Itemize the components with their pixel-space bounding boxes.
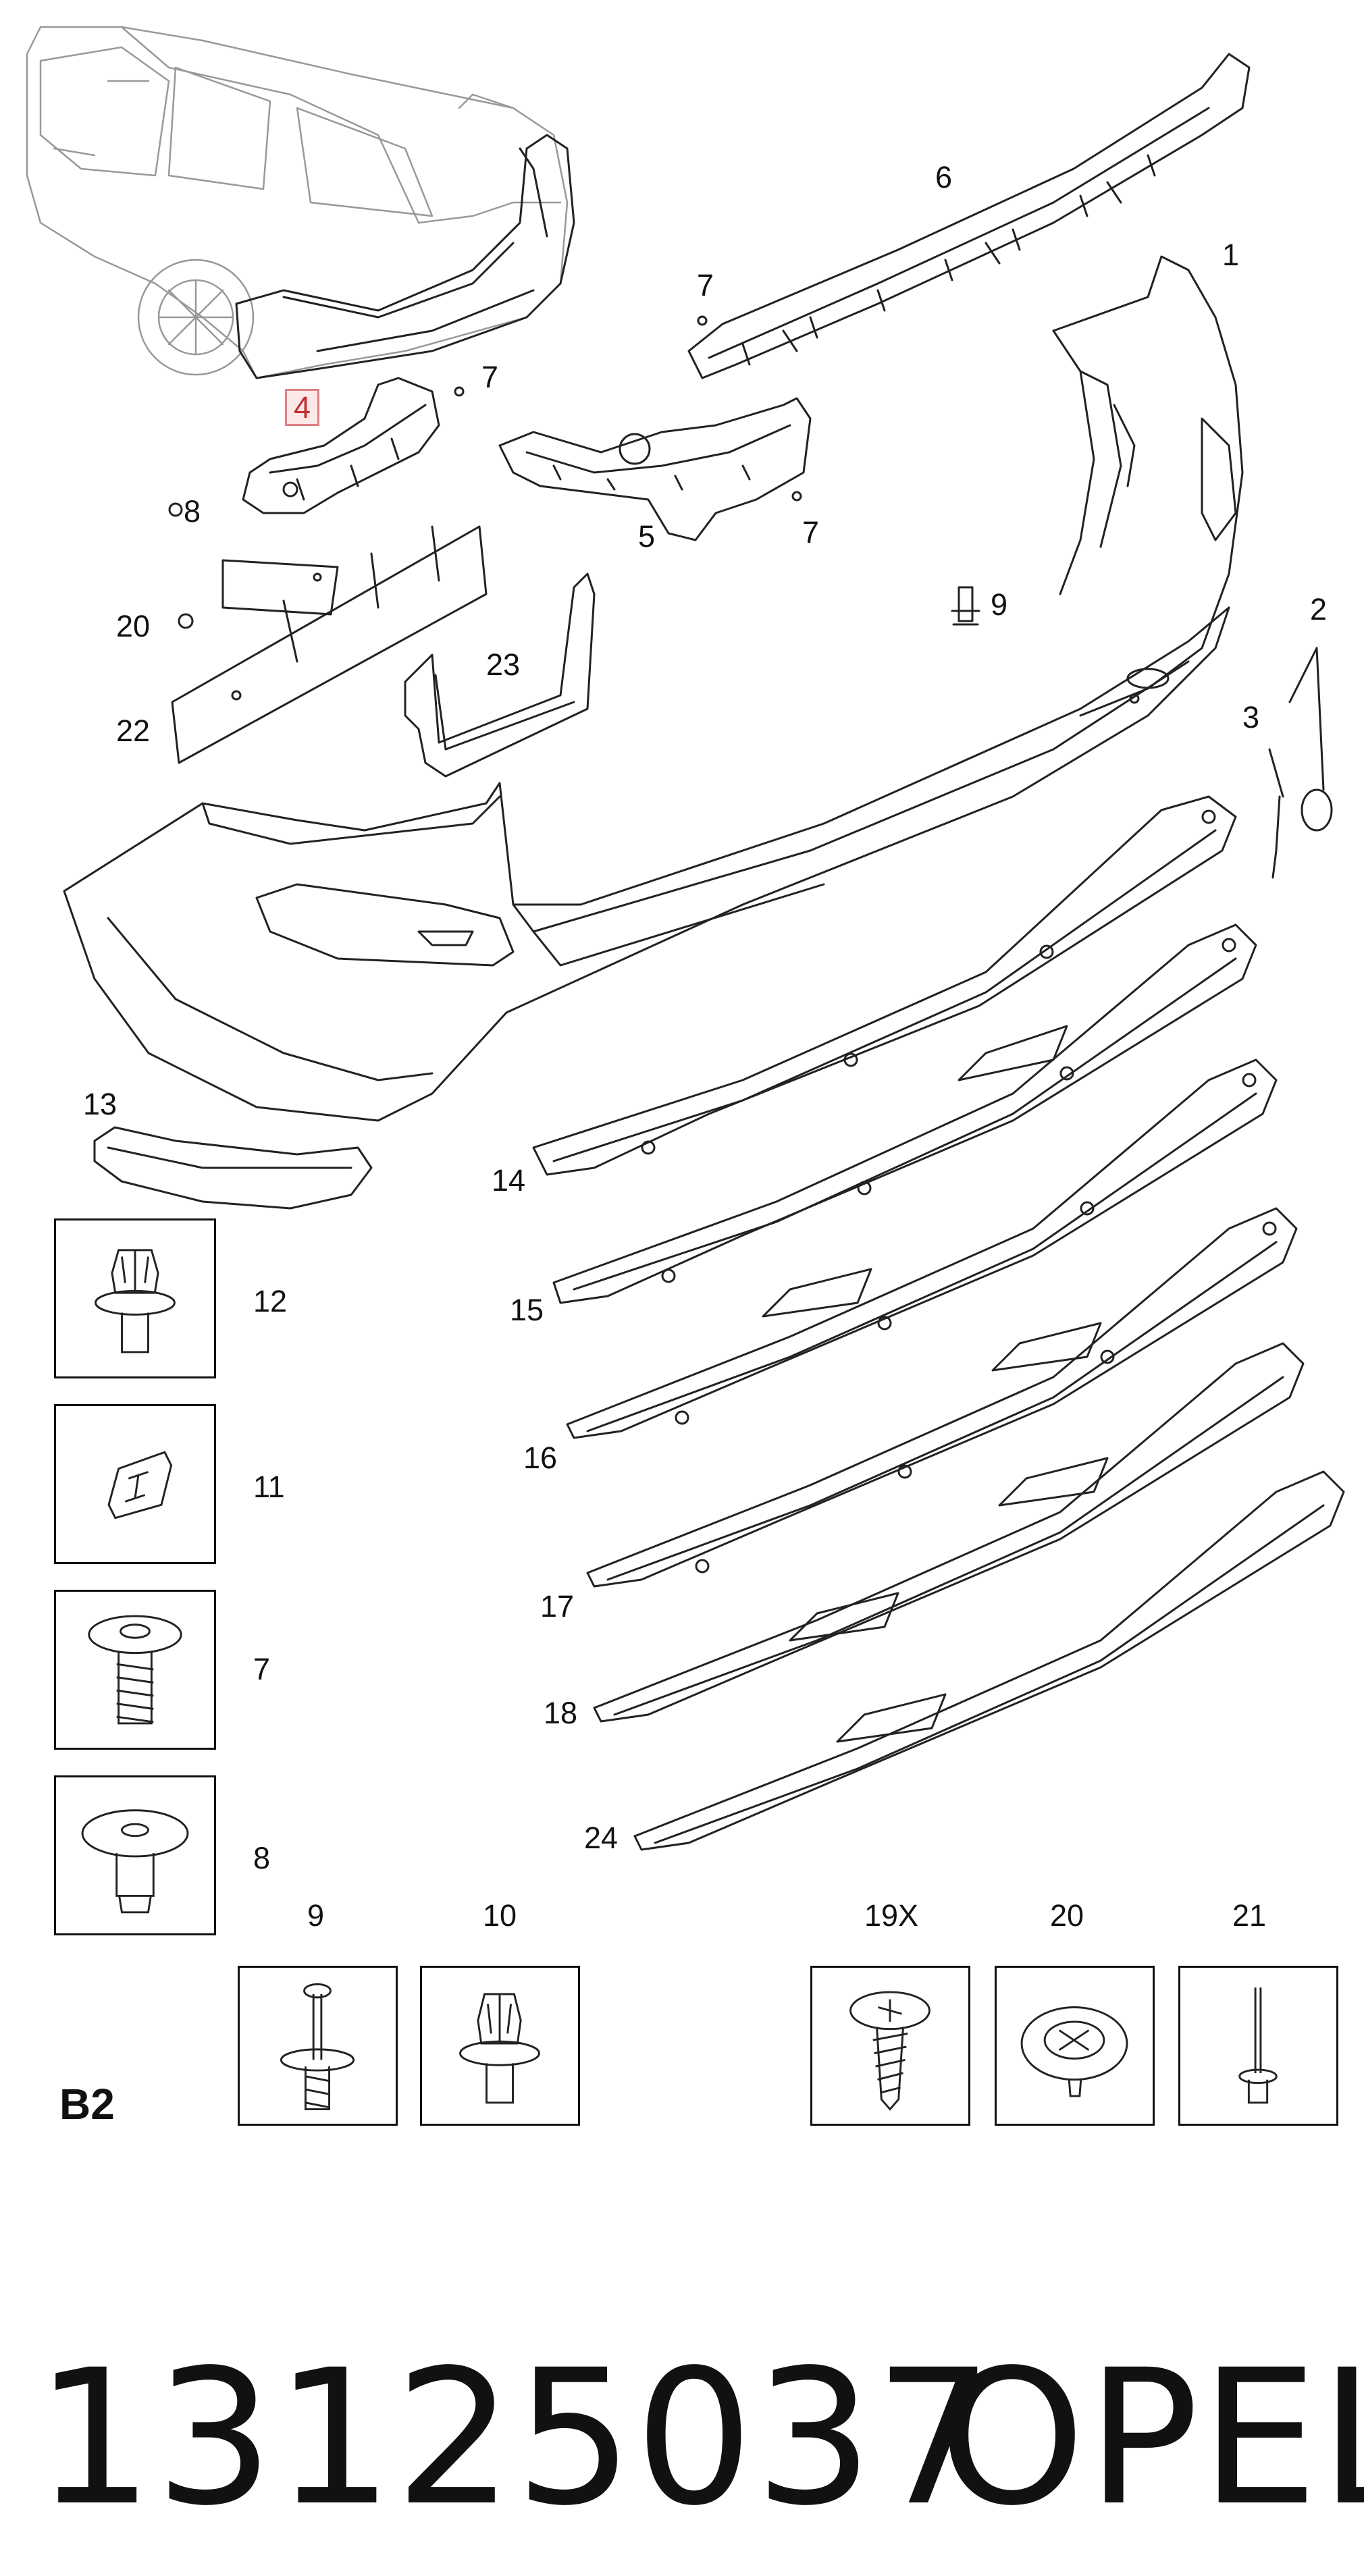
callout-4-highlighted: 4 — [285, 389, 320, 426]
small-fasteners — [168, 315, 802, 629]
part-9-pin-small — [951, 586, 980, 626]
part-23-bracket — [404, 572, 596, 778]
callout-7c: 7 — [802, 515, 820, 549]
part-1-bumper-corner — [1052, 255, 1244, 717]
pin-rivet-icon — [280, 1983, 355, 2111]
fastener-box-20 — [995, 1966, 1155, 2126]
part-13-trim-strip — [93, 1126, 373, 1210]
part-16-moulding — [566, 1058, 1278, 1439]
blind-rivet-icon — [1238, 1987, 1278, 2104]
main-bumper-cover — [63, 606, 1230, 1122]
callout-2: 2 — [1310, 592, 1328, 626]
label-box-8: 8 — [253, 1841, 271, 1875]
fastener-box-7 — [54, 1590, 216, 1750]
callout-1: 1 — [1222, 238, 1240, 272]
callout-20: 20 — [116, 609, 151, 643]
callout-17: 17 — [540, 1589, 575, 1624]
callout-22: 22 — [116, 714, 151, 748]
sheet-label: B2 — [59, 2080, 115, 2128]
part-24-moulding — [633, 1470, 1345, 1851]
clip-icon — [95, 1249, 176, 1353]
screw-icon — [88, 1615, 182, 1725]
fastener-box-11 — [54, 1404, 216, 1564]
label-box-12: 12 — [253, 1284, 288, 1318]
callout-16: 16 — [523, 1441, 558, 1475]
callout-7a: 7 — [697, 268, 714, 302]
label-box-19x: 19X — [864, 1898, 919, 1933]
fastener-box-10 — [420, 1966, 580, 2126]
callout-7b: 7 — [481, 360, 499, 394]
speed-nut-icon — [1020, 2006, 1128, 2097]
label-box-10: 10 — [483, 1898, 517, 1933]
retainer-clip-icon — [107, 1451, 173, 1520]
callout-14: 14 — [492, 1163, 526, 1198]
part-14-moulding — [532, 795, 1237, 1176]
fastener-box-12 — [54, 1218, 216, 1378]
label-box-11: 11 — [253, 1470, 285, 1504]
callout-6: 6 — [935, 160, 953, 194]
callout-8: 8 — [184, 494, 201, 529]
callout-9: 9 — [991, 587, 1008, 622]
callout-13: 13 — [83, 1087, 117, 1121]
vehicle-thumbnail-bumper — [235, 134, 575, 379]
label-box-7: 7 — [253, 1652, 271, 1686]
push-rivet-icon — [81, 1809, 189, 1914]
fastener-box-21 — [1178, 1966, 1338, 2126]
part-22-tape — [171, 525, 488, 764]
brand-name: OPEL — [939, 2330, 1364, 2547]
tapping-screw-icon — [849, 1991, 930, 2111]
clip-nut-icon — [459, 1993, 540, 2104]
label-box-21: 21 — [1232, 1898, 1267, 1933]
callout-24: 24 — [584, 1821, 619, 1855]
part-18-moulding — [593, 1342, 1305, 1723]
label-box-9: 9 — [307, 1898, 325, 1933]
part-2-3-cap-pin — [1268, 647, 1333, 879]
callout-15: 15 — [510, 1293, 544, 1327]
part-6-impact-bar — [687, 53, 1251, 379]
part-5-bracket — [498, 397, 812, 541]
fastener-box-8 — [54, 1775, 216, 1935]
label-box-20: 20 — [1050, 1898, 1084, 1933]
part-17-moulding — [586, 1207, 1298, 1588]
part-4-side-bracket — [242, 377, 440, 514]
fastener-box-19x — [810, 1966, 970, 2126]
part-15-moulding — [552, 923, 1257, 1304]
part-number: 13125037 — [35, 2330, 995, 2547]
fastener-box-9 — [238, 1966, 398, 2126]
callout-23: 23 — [486, 647, 521, 682]
callout-3: 3 — [1242, 700, 1260, 734]
callout-18: 18 — [544, 1696, 578, 1730]
vehicle-thumbnail — [26, 26, 569, 379]
callout-5: 5 — [638, 519, 656, 554]
